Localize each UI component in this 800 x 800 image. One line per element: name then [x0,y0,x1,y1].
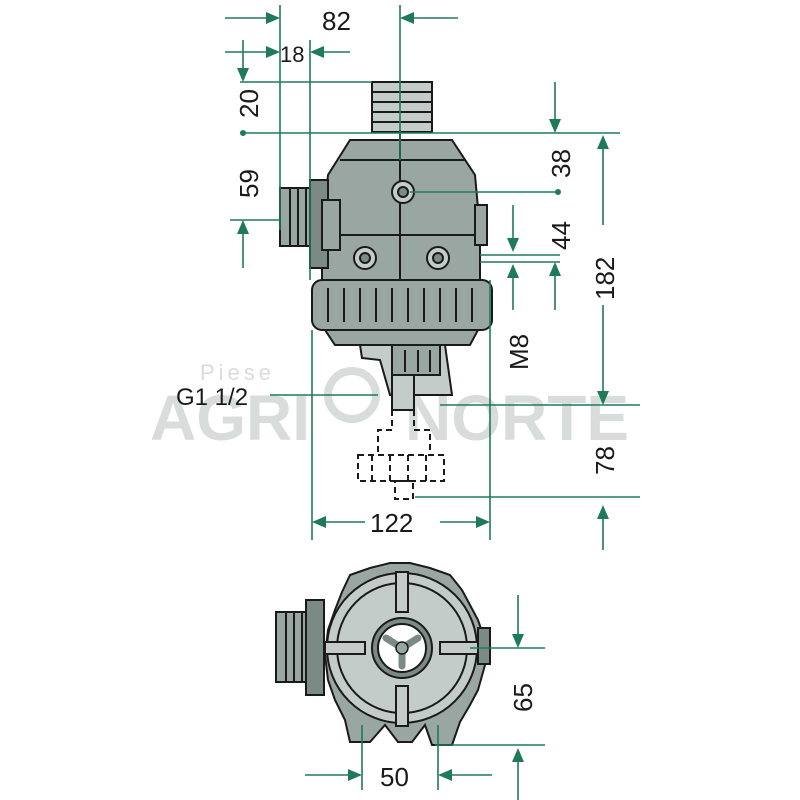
dim-50: 50 [380,762,409,792]
drain-extension-dashed [357,410,445,500]
tri-spoke-icon [382,634,422,670]
dimension-lines [225,5,640,550]
drain-valve [358,344,454,411]
side-view [279,81,493,500]
watermark-small-text: Piese [200,360,275,385]
watermark: Piese AGRI NORTE [150,360,629,454]
filter-bowl [323,329,480,346]
dim-78: 78 [590,446,620,475]
side-inlet [279,179,341,269]
dim-m8: M8 [504,334,534,370]
top-nipple [371,81,433,133]
dim-65: 65 [508,683,538,712]
watermark-left-text: AGRI [150,382,310,454]
dim-82: 82 [322,6,351,36]
bowl-ring [311,279,493,331]
top-view-dimensions [305,595,545,800]
dim-18: 18 [280,42,304,67]
dim-20: 20 [234,89,264,118]
dim-59: 59 [234,169,264,198]
top-view [275,562,491,746]
dim-44: 44 [546,221,576,250]
thread-label: G1 1/2 [176,384,248,411]
dim-38: 38 [546,149,576,178]
dim-122: 122 [370,508,413,538]
dim-182: 182 [590,257,620,300]
